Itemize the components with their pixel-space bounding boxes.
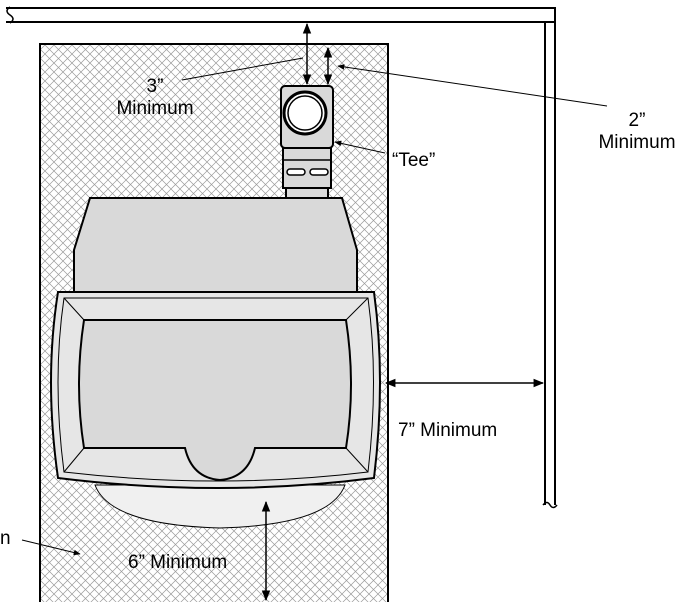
leader-cut-off <box>21 539 81 556</box>
right-wall <box>544 22 556 505</box>
label-2in-minimum: 2” Minimum <box>582 110 692 154</box>
vent-pipe-opening <box>282 90 328 136</box>
leader-2in <box>337 64 608 107</box>
label-7in-minimum: 7” Minimum <box>398 420 498 441</box>
leader-3in <box>181 57 304 81</box>
label-3in-text: Minimum <box>116 98 194 119</box>
label-3in-minimum: 3” Minimum <box>100 76 210 120</box>
label-2in-text: Minimum <box>598 132 676 153</box>
label-2in-value: 2” <box>628 110 646 131</box>
label-3in-value: 3” <box>146 76 164 97</box>
right-wall-break-mark <box>542 501 558 509</box>
wall-break-mark <box>6 6 14 24</box>
leader-tee <box>334 140 386 154</box>
label-tee: “Tee” <box>392 150 436 171</box>
tee-connector <box>282 147 332 189</box>
appliance-inner-panel <box>78 319 352 482</box>
appliance-bottom-tray <box>94 484 346 529</box>
label-cut-off: n <box>0 528 11 549</box>
top-wall <box>6 7 556 23</box>
label-6in-minimum: 6” Minimum <box>128 552 228 573</box>
appliance-upper-body <box>73 197 358 297</box>
